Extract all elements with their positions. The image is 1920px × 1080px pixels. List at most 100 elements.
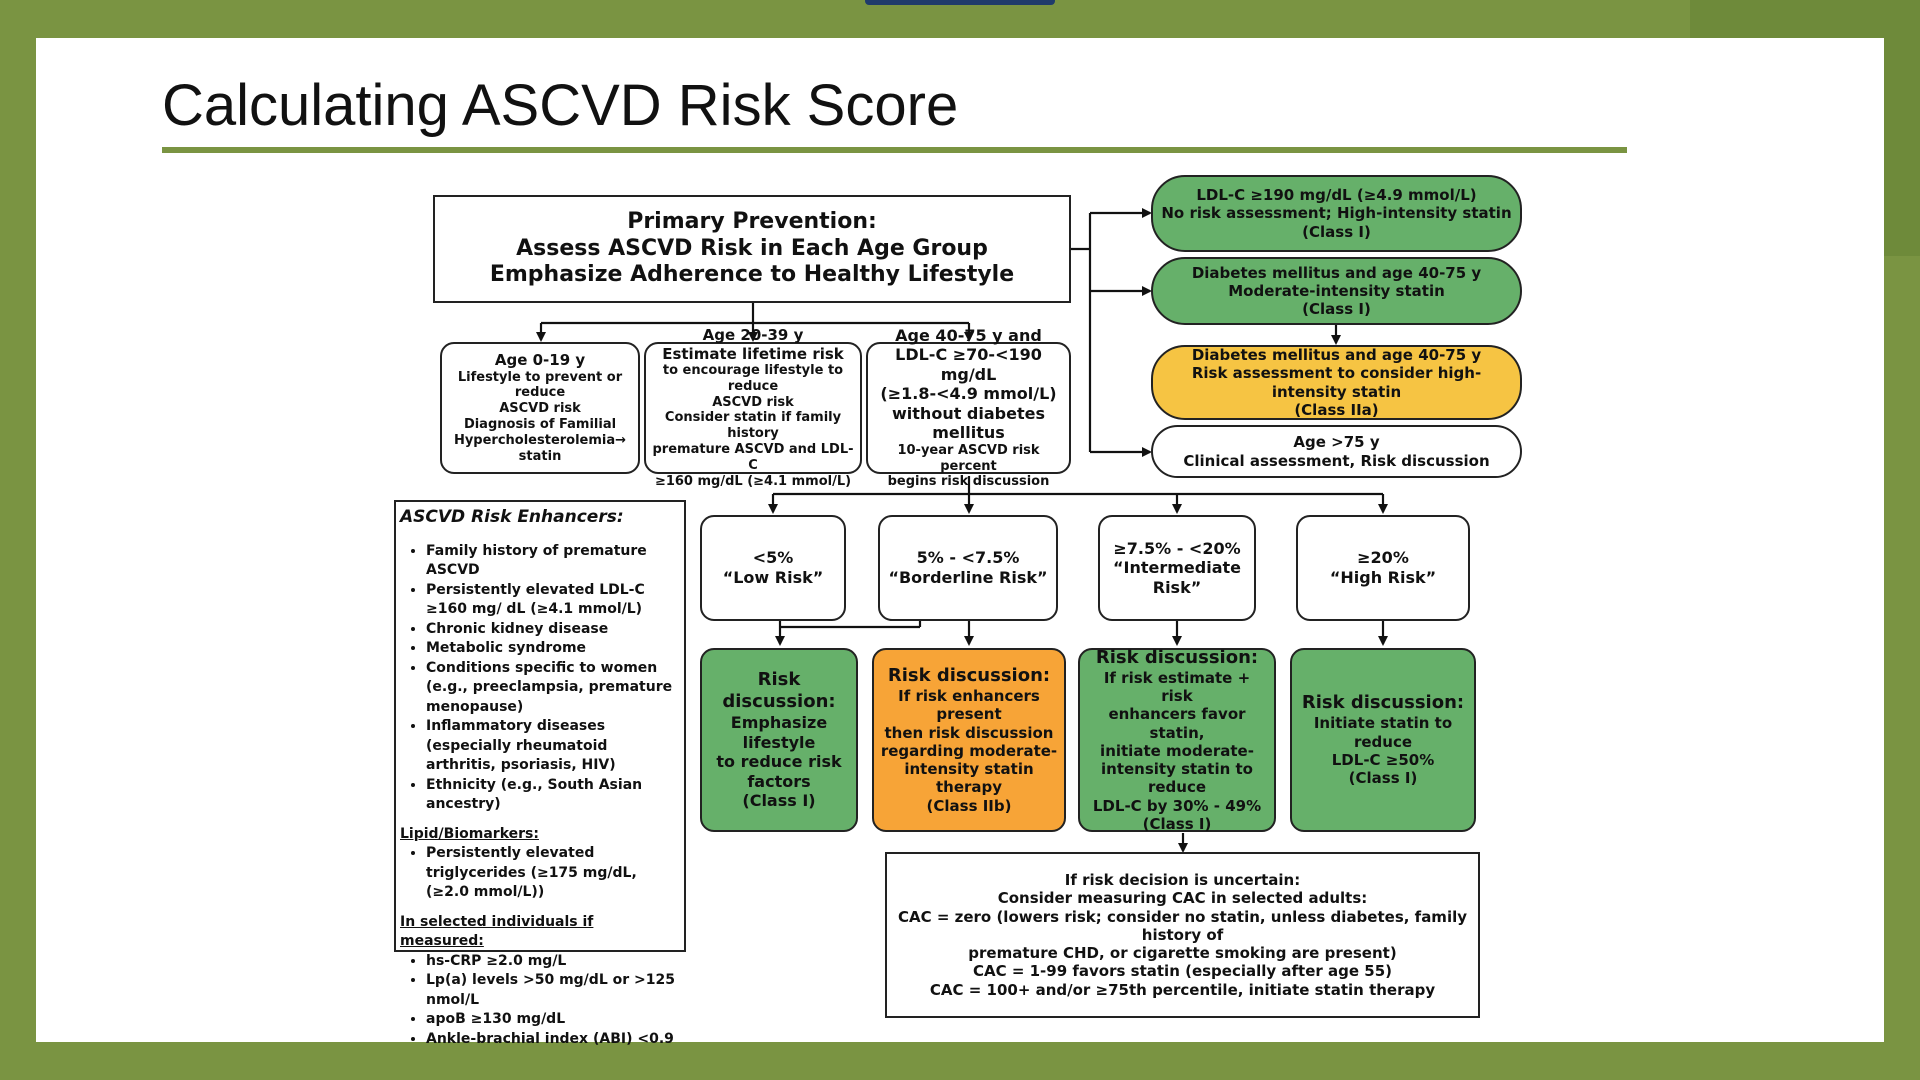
- discussion-line: If risk enhancers present: [898, 686, 1040, 724]
- discussion-line: Emphasize lifestyle: [730, 713, 828, 752]
- diabetes-moderate-box: Diabetes mellitus and age 40-75 y Modera…: [1151, 257, 1522, 325]
- age-40-75-line: (≥1.8-<4.9 mmol/L): [880, 384, 1057, 404]
- age-over-75-box: Age >75 y Clinical assessment, Risk disc…: [1151, 425, 1522, 478]
- age-20-39-line: ASCVD risk: [712, 394, 794, 410]
- selected-individual-item: apoB ≥130 mg/dL: [426, 1010, 680, 1030]
- age-0-19-title: Age 0-19 y: [494, 351, 586, 370]
- lipid-biomarkers-list: Persistently elevated triglycerides (≥17…: [400, 844, 680, 903]
- ldl-190-line: No risk assessment; High-intensity stati…: [1161, 204, 1512, 223]
- age-0-19-line: Hypercholesterolemia→ statin: [453, 433, 627, 464]
- borderline-risk-label: “Borderline Risk”: [888, 568, 1048, 587]
- risk-enhancer-item: Chronic kidney disease: [426, 620, 680, 640]
- diabetes-high-box: Diabetes mellitus and age 40-75 y Risk a…: [1151, 345, 1522, 420]
- age-40-75-line: LDL-C ≥70-<190 mg/dL: [895, 345, 1042, 384]
- primary-line-2: Assess ASCVD Risk in Each Age Group: [516, 235, 988, 261]
- age-20-39-line: Consider statin if family history: [664, 410, 842, 442]
- slide-title: Calculating ASCVD Risk Score: [162, 73, 959, 138]
- selected-individual-item: hs-CRP ≥2.0 mg/L: [426, 952, 680, 972]
- risk-enhancer-item: Metabolic syndrome: [426, 639, 680, 659]
- age-40-75-line: 10-year ASCVD risk percent: [897, 442, 1040, 474]
- borderline-risk-range: 5% - <7.5%: [916, 548, 1020, 568]
- title-underline: [162, 147, 1627, 153]
- risk-enhancers-heading: ASCVD Risk Enhancers:: [400, 507, 624, 527]
- age-0-19-line: ASCVD risk: [499, 401, 581, 417]
- risk-enhancer-item: Persistently elevated LDL-C ≥160 mg/ dL …: [426, 581, 680, 620]
- age-over-75-line: Clinical assessment, Risk discussion: [1183, 451, 1490, 470]
- discussion-line: then risk discussion: [884, 723, 1054, 742]
- lipid-biomarkers-heading: Lipid/Biomarkers:: [400, 825, 539, 842]
- intermediate-discussion-box: Risk discussion: If risk estimate + risk…: [1078, 646, 1276, 834]
- primary-prevention-box: Primary Prevention: Assess ASCVD Risk in…: [433, 195, 1071, 303]
- risk-enhancer-item: Family history of premature ASCVD: [426, 542, 680, 581]
- intermediate-risk-box: ≥7.5% - <20% “Intermediate Risk”: [1098, 515, 1256, 621]
- discussion-line: (Class IIb): [926, 796, 1012, 815]
- age-20-39-title: Age 20-39 y: [702, 326, 804, 345]
- age-20-39-line: Estimate lifetime risk: [662, 344, 844, 363]
- primary-line-1: Primary Prevention:: [627, 208, 877, 234]
- age-over-75-line: Age >75 y: [1293, 433, 1380, 452]
- discussion-line: (Class I): [742, 791, 816, 811]
- selected-individual-item: Lp(a) levels >50 mg/dL or >125 nmol/L: [426, 971, 680, 1010]
- low-risk-discussion-box: Risk discussion: Emphasize lifestyle to …: [700, 648, 858, 832]
- discussion-line: LDL-C ≥50%: [1331, 750, 1435, 769]
- cac-line: CAC = zero (lowers risk; consider no sta…: [897, 907, 1468, 944]
- borderline-risk-box: 5% - <7.5% “Borderline Risk”: [878, 515, 1058, 621]
- window-top-tab: [865, 0, 1055, 5]
- selected-individual-item: Ankle-brachial index (ABI) <0.9: [426, 1030, 680, 1050]
- discussion-line: (Class I): [1142, 815, 1212, 834]
- discussion-line: initiate moderate-: [1100, 741, 1254, 760]
- intermediate-risk-range: ≥7.5% - <20%: [1113, 538, 1241, 558]
- ldl-190-line: LDL-C ≥190 mg/dL (≥4.9 mmol/L): [1196, 186, 1477, 205]
- diabetes-moderate-line: (Class I): [1302, 300, 1371, 319]
- age-20-39-line: premature ASCVD and LDL-C: [652, 442, 854, 474]
- cac-box: If risk decision is uncertain: Consider …: [885, 852, 1480, 1018]
- risk-enhancer-item: Inflammatory diseases (especially rheuma…: [426, 717, 680, 776]
- borderline-discussion-box: Risk discussion: If risk enhancers prese…: [872, 648, 1066, 832]
- age-40-75-title: Age 40-75 y and: [895, 325, 1042, 345]
- discussion-line: intensity statin therapy: [904, 760, 1034, 797]
- selected-individuals-heading: In selected individuals if measured:: [400, 913, 594, 950]
- age-40-75-line: begins risk discussion: [887, 474, 1050, 490]
- age-20-39-box: Age 20-39 y Estimate lifetime risk to en…: [644, 326, 862, 489]
- cac-line: If risk decision is uncertain:: [1064, 870, 1301, 889]
- high-risk-range: ≥20%: [1357, 548, 1409, 568]
- discussion-line: regarding moderate-: [880, 741, 1058, 760]
- age-40-75-box: Age 40-75 y and LDL-C ≥70-<190 mg/dL (≥1…: [866, 326, 1071, 489]
- discussion-line: intensity statin to reduce: [1101, 760, 1253, 797]
- diabetes-moderate-line: Moderate-intensity statin: [1228, 281, 1445, 300]
- risk-enhancers-list: Family history of premature ASCVD Persis…: [400, 542, 680, 815]
- corner-decoration: [1690, 0, 1920, 38]
- low-risk-box: <5% “Low Risk”: [700, 515, 846, 621]
- diabetes-high-line: Diabetes mellitus and age 40-75 y: [1191, 345, 1482, 364]
- discussion-line: to reduce risk: [716, 752, 842, 772]
- discussion-line: enhancers favor statin,: [1108, 705, 1246, 742]
- lipid-biomarker-item: Persistently elevated triglycerides (≥17…: [426, 844, 680, 903]
- risk-enhancer-item: Ethnicity (e.g., South Asian ancestry): [426, 776, 680, 815]
- right-edge-decoration: [1884, 38, 1920, 256]
- diabetes-high-line: (Class IIa): [1294, 400, 1379, 419]
- ldl-190-line: (Class I): [1302, 222, 1371, 241]
- high-discussion-box: Risk discussion: Initiate statin to redu…: [1290, 648, 1476, 832]
- discussion-heading: Risk discussion:: [887, 664, 1051, 686]
- cac-line: Consider measuring CAC in selected adult…: [997, 889, 1368, 908]
- age-20-39-line: ≥160 mg/dL (≥4.1 mmol/L): [654, 473, 852, 489]
- age-20-39-line: to encourage lifestyle to reduce: [662, 362, 844, 394]
- discussion-heading: Risk discussion:: [722, 669, 836, 713]
- low-risk-label: “Low Risk”: [722, 568, 824, 587]
- age-0-19-box: Age 0-19 y Lifestyle to prevent or reduc…: [440, 342, 640, 474]
- selected-individuals-list: hs-CRP ≥2.0 mg/L Lp(a) levels >50 mg/dL …: [400, 952, 680, 1050]
- risk-enhancers-box: ASCVD Risk Enhancers: Family history of …: [394, 500, 686, 1047]
- primary-line-3: Emphasize Adherence to Healthy Lifestyle: [489, 262, 1015, 288]
- discussion-line: LDL-C by 30% - 49%: [1092, 796, 1262, 815]
- discussion-heading: Risk discussion:: [1095, 646, 1259, 668]
- diabetes-high-line: Risk assessment to consider high-intensi…: [1191, 364, 1482, 401]
- ldl-190-box: LDL-C ≥190 mg/dL (≥4.9 mmol/L) No risk a…: [1151, 175, 1522, 252]
- discussion-heading: Risk discussion:: [1301, 692, 1465, 714]
- risk-enhancer-item: Conditions specific to women (e.g., pree…: [426, 659, 680, 718]
- age-0-19-line: Diagnosis of Familial: [463, 417, 617, 433]
- age-40-75-line: without diabetes mellitus: [892, 403, 1045, 443]
- cac-line: CAC = 1-99 favors statin (especially aft…: [972, 962, 1392, 981]
- intermediate-risk-label: “Intermediate Risk”: [1112, 558, 1241, 597]
